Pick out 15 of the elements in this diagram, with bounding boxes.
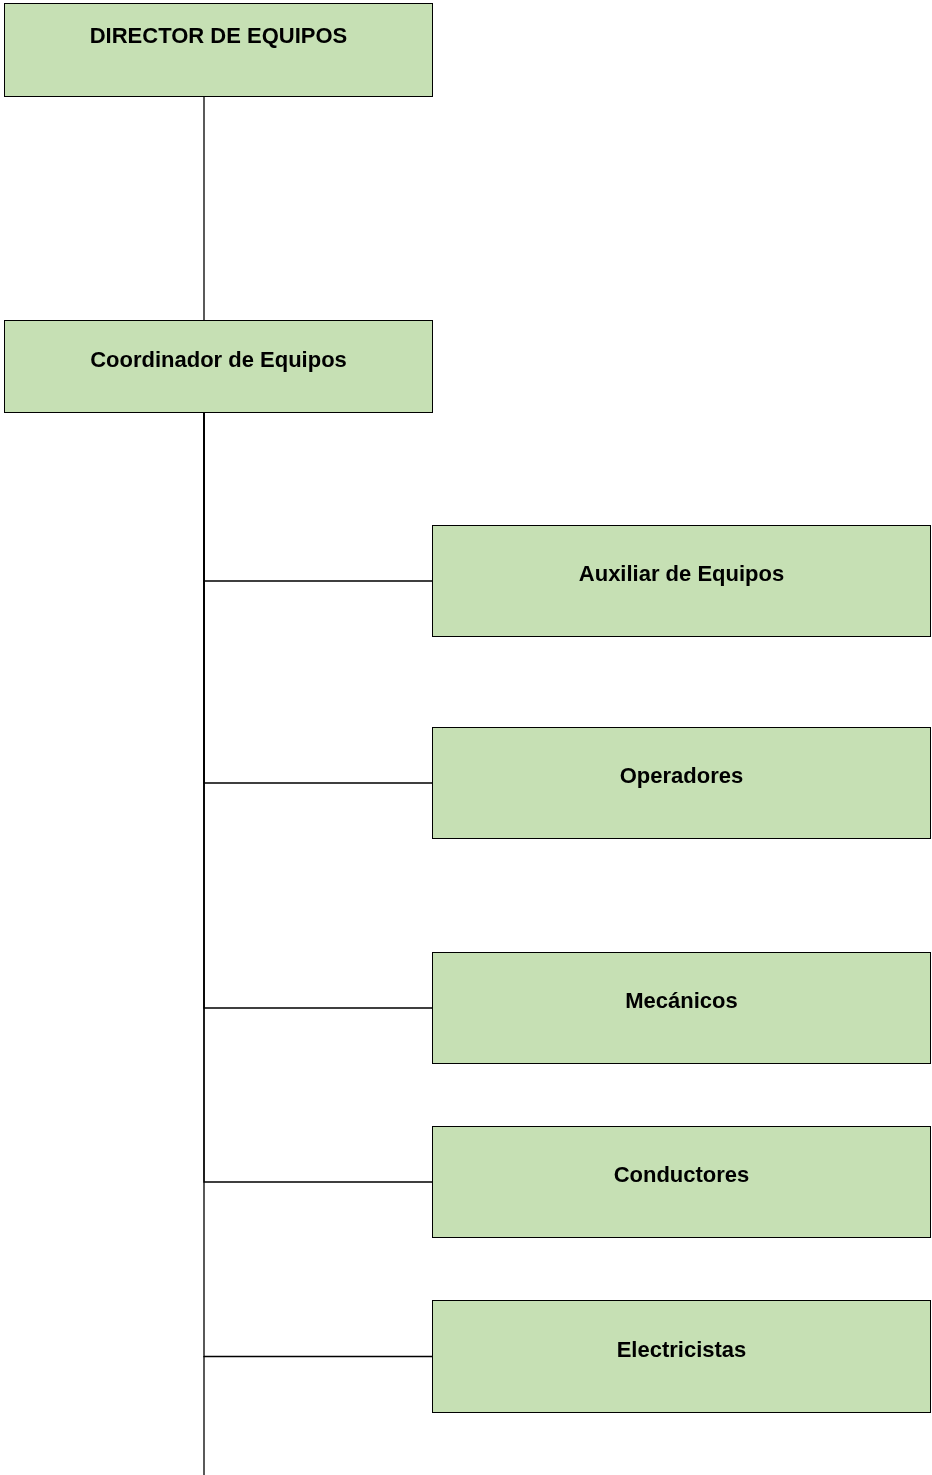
- org-box: [432, 1300, 931, 1413]
- role-title: Mecánicos: [625, 987, 738, 1015]
- connector-line: [203, 96, 205, 321]
- role-title: Coordinador de Equipos: [90, 345, 347, 374]
- org-box: [432, 952, 931, 1064]
- role-title: Electricistas: [616, 1335, 747, 1364]
- role-title: Conductores: [613, 1161, 750, 1189]
- org-box: [4, 320, 433, 413]
- role-title: Operadores: [619, 762, 744, 790]
- role-title: Auxiliar de Equipos: [578, 560, 785, 588]
- org-box: [432, 727, 931, 839]
- role-title: DIRECTOR DE EQUIPOS: [89, 22, 348, 50]
- org-box: [432, 525, 931, 637]
- org-box: [432, 1126, 931, 1238]
- org-box: [4, 3, 433, 97]
